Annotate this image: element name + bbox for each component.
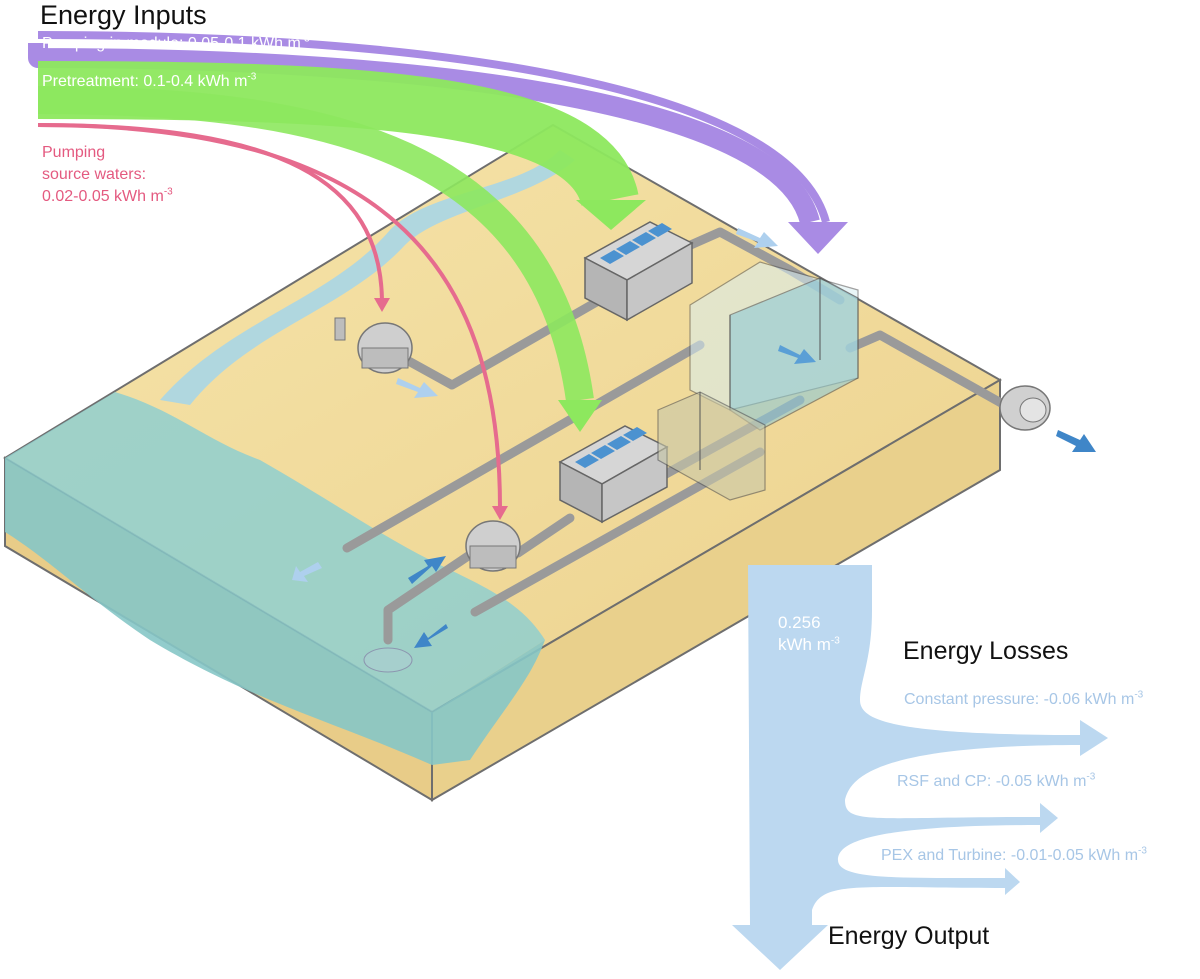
river-pump-icon bbox=[334, 317, 413, 374]
pumping-source-label: Pumping source waters: 0.02-0.05 kWh m-3 bbox=[42, 142, 173, 208]
output-unit: kWh m bbox=[778, 635, 831, 654]
flow-arrow-icon bbox=[736, 228, 778, 248]
pumping-source-line2: source waters: bbox=[42, 166, 147, 183]
pretreatment-text: Pretreatment: 0.1-0.4 kWh m bbox=[42, 73, 248, 90]
flow-pumping-module bbox=[28, 31, 848, 254]
turbine-icon bbox=[999, 385, 1051, 431]
river bbox=[160, 150, 575, 405]
pex-turbine-sup: -3 bbox=[1138, 845, 1147, 857]
sea-side-right bbox=[432, 640, 545, 765]
pumping-source-sup: -3 bbox=[163, 186, 173, 198]
pumping-module-sup: -3 bbox=[300, 33, 310, 45]
rsf-cp-text: RSF and CP: -0.05 kWh m bbox=[897, 773, 1087, 790]
constant-pressure-label: Constant pressure: -0.06 kWh m-3 bbox=[904, 689, 1144, 709]
pipe-draw-to-sea bbox=[342, 340, 705, 553]
rsf-cp-label: RSF and CP: -0.05 kWh m-3 bbox=[897, 771, 1096, 791]
pretreatment-label: Pretreatment: 0.1-0.4 kWh m-3 bbox=[42, 71, 257, 91]
energy-output-title: Energy Output bbox=[828, 922, 990, 950]
flow-arrow-icon bbox=[778, 345, 816, 364]
pretreatment-sup: -3 bbox=[247, 71, 257, 83]
pumping-module-text: Pumping in module: 0.05-0.1 kWh m bbox=[42, 35, 301, 52]
pretreatment-unit-icon bbox=[583, 221, 694, 322]
block-right-face bbox=[431, 378, 1001, 802]
pumping-source-line3: 0.02-0.05 kWh m bbox=[42, 188, 164, 205]
pretreatment-unit-2-icon bbox=[558, 425, 669, 524]
pipe-pump-to-pretreat bbox=[513, 513, 575, 558]
constant-pressure-sup: -3 bbox=[1134, 689, 1144, 701]
sea-pump-icon bbox=[363, 520, 521, 673]
constant-pressure-text: Constant pressure: -0.06 kWh m bbox=[904, 691, 1135, 708]
output-sup: -3 bbox=[830, 635, 840, 647]
rsf-cp-sup: -3 bbox=[1086, 771, 1096, 783]
output-value: 0.256 bbox=[778, 613, 821, 632]
pumping-module-label: Pumping in module: 0.05-0.1 kWh m-3 bbox=[42, 33, 310, 53]
flow-pretreatment bbox=[37, 61, 646, 432]
output-value-label: 0.256 kWh m-3 bbox=[778, 612, 840, 656]
pressure-exchanger-box-icon bbox=[657, 391, 766, 501]
flow-pumping-source bbox=[37, 123, 508, 520]
energy-inputs-title: Energy Inputs bbox=[40, 0, 207, 30]
flow-arrows bbox=[292, 228, 1096, 648]
energy-losses-title: Energy Losses bbox=[903, 637, 1069, 665]
flow-arrow-icon bbox=[396, 378, 438, 398]
flow-arrow-icon bbox=[414, 624, 448, 648]
flow-arrow-icon bbox=[1056, 430, 1096, 452]
pex-turbine-label: PEX and Turbine: -0.01-0.05 kWh m-3 bbox=[881, 845, 1147, 865]
pex-turbine-text: PEX and Turbine: -0.01-0.05 kWh m bbox=[881, 847, 1139, 864]
output-band bbox=[732, 565, 1108, 970]
flow-energy-output bbox=[732, 565, 1108, 970]
sea-surface bbox=[5, 392, 545, 712]
pipe-sea-intake bbox=[383, 543, 485, 645]
sea-side bbox=[5, 458, 432, 765]
flow-arrow-icon bbox=[292, 562, 322, 582]
pipe-to-turbine bbox=[845, 330, 1015, 413]
flow-arrow-icon bbox=[408, 556, 446, 584]
pumping-source-line1: Pumping bbox=[42, 144, 106, 161]
